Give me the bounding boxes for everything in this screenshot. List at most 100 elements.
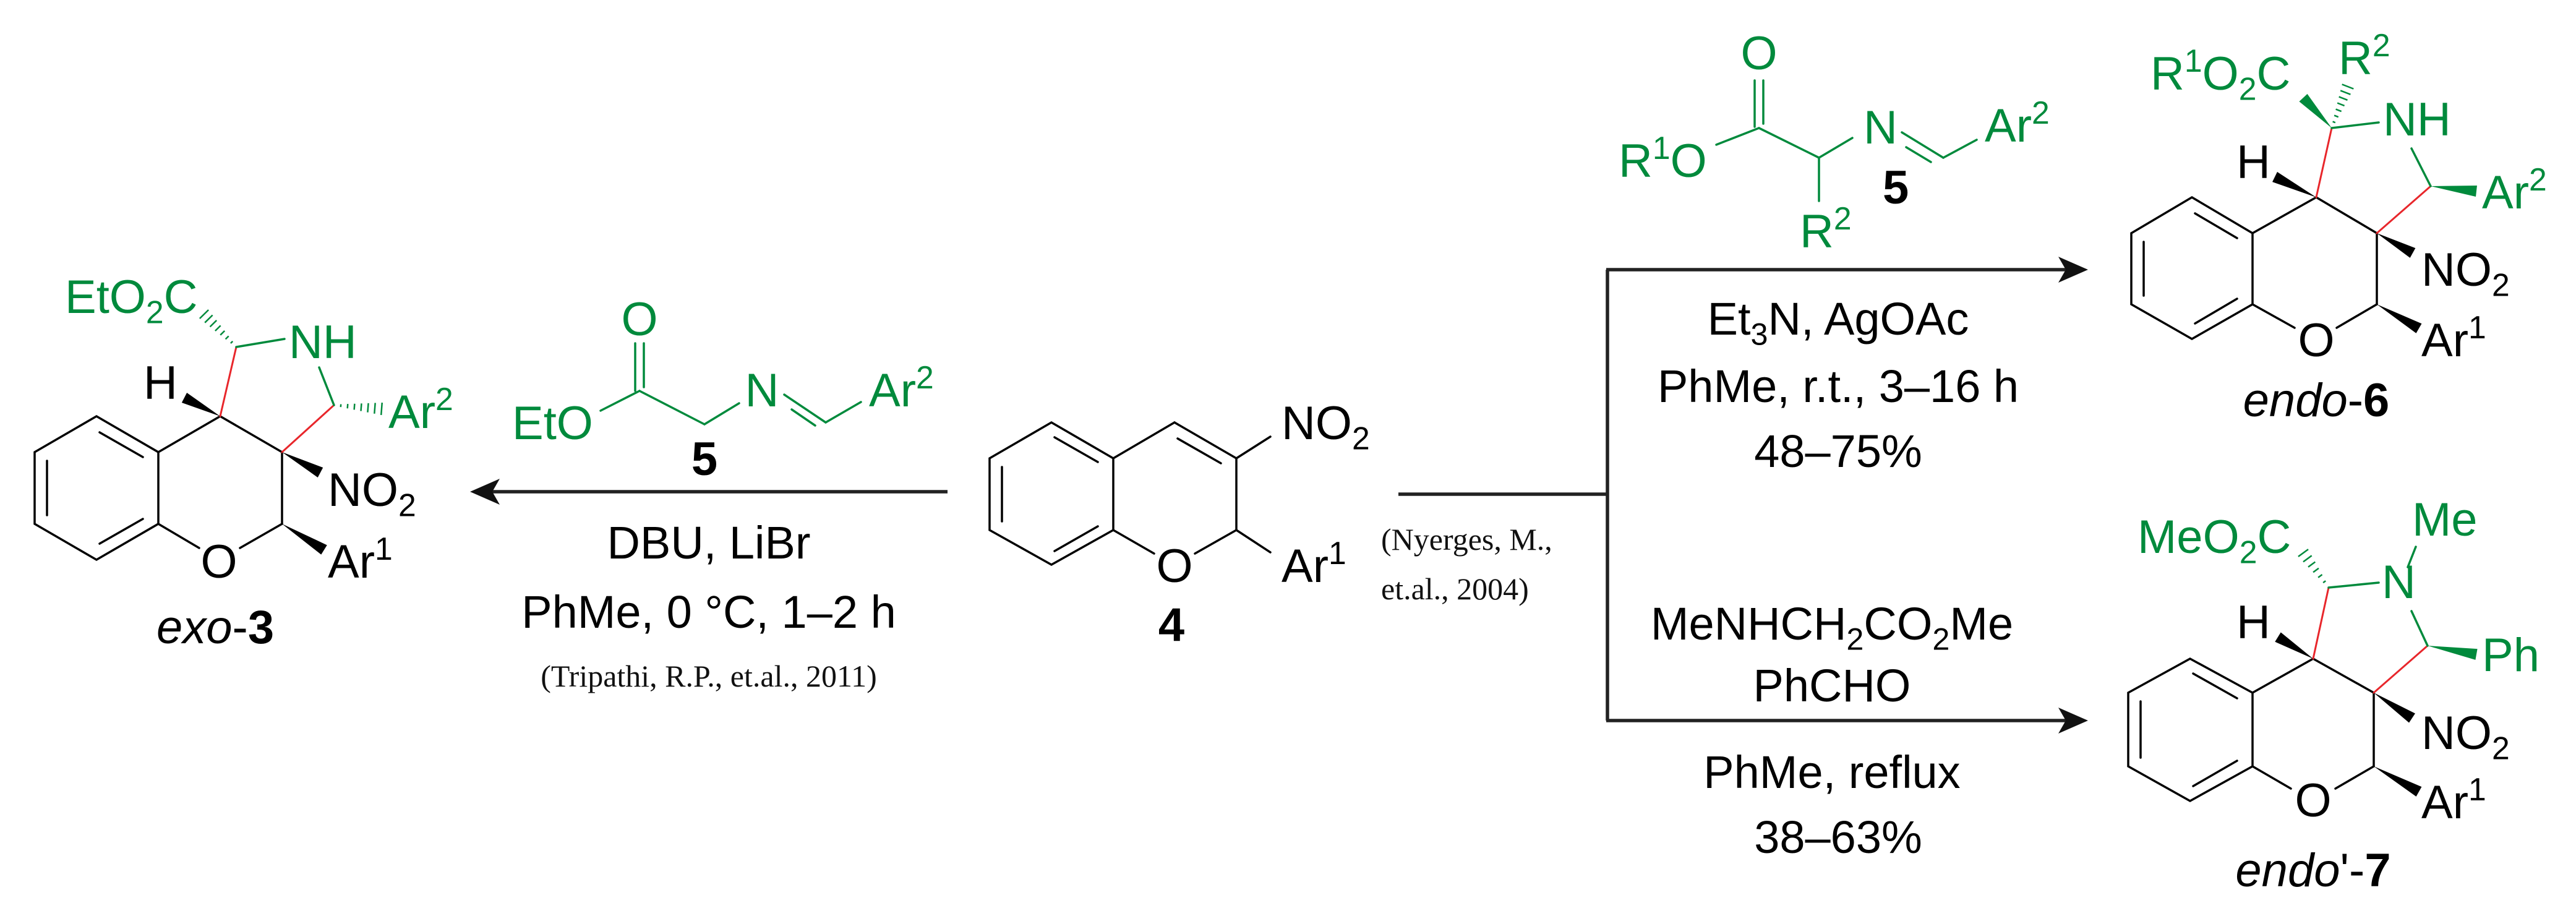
subscript: 2 — [146, 294, 164, 330]
text-segment: H — [2236, 136, 2270, 189]
hash-mark — [2342, 83, 2354, 90]
text-segment: N — [2382, 556, 2416, 609]
wedge-bond — [2374, 766, 2422, 797]
text-segment: R — [2150, 48, 2184, 100]
imine-bond — [790, 408, 816, 427]
wedge-bond — [181, 393, 220, 416]
bond — [1235, 435, 1272, 460]
text-segment: 3 — [248, 601, 274, 654]
text-segment: O — [1671, 135, 1707, 187]
condition-reagents-top: Et3N, AgOAc — [1708, 293, 1969, 351]
aromatic-double-bond — [2192, 760, 2238, 787]
bond — [2251, 196, 2317, 234]
text-segment: Ar — [1282, 540, 1329, 593]
bond — [2251, 657, 2314, 694]
hashed-bond — [340, 402, 383, 416]
nitrogen-label: N — [745, 364, 779, 417]
nitrogen-label: N — [2382, 556, 2416, 609]
text-segment: R — [2339, 32, 2373, 85]
bond — [157, 415, 221, 453]
ar2-label: Ar2 — [1985, 95, 2050, 152]
superscript: 1 — [375, 531, 393, 567]
benzene-ring — [2130, 195, 2254, 341]
bond — [2334, 765, 2375, 790]
nh-label: NH — [2383, 93, 2451, 146]
superscript: 2 — [2373, 27, 2390, 63]
bond — [1194, 529, 1238, 555]
literature-reference-line2: et.al., 2004) — [1381, 571, 1529, 606]
compound-name-exo-3: exo-3 — [156, 601, 274, 654]
ar2-label: Ar2 — [388, 381, 453, 439]
wedge-bond — [2431, 186, 2477, 197]
text-segment: 38–63% — [1754, 811, 1922, 863]
arrowhead-icon — [2058, 257, 2088, 283]
n-methyl-label: Me — [2412, 494, 2478, 546]
bond — [1758, 127, 1820, 159]
subscript: 2 — [2492, 267, 2510, 303]
nitrogen-label: N — [1864, 101, 1898, 154]
text-segment: O — [2298, 314, 2334, 367]
ar2-label: Ar2 — [869, 359, 934, 417]
text-segment: Ar — [2421, 776, 2468, 829]
hash-mark — [215, 325, 221, 332]
nh-label: NH — [289, 316, 357, 369]
oxygen-label: O — [1156, 540, 1192, 593]
bond — [2312, 657, 2375, 694]
hash-mark — [2298, 549, 2309, 557]
oxygen-label: O — [2295, 774, 2331, 827]
text-segment: O — [2202, 48, 2239, 100]
superscript: 1 — [2184, 43, 2202, 79]
condition-reagent-amine: MeNHCH2CO2Me — [1651, 598, 2013, 656]
hash-mark — [199, 309, 210, 319]
new-bond — [2376, 185, 2432, 234]
bond — [2410, 610, 2429, 647]
hash-mark — [230, 340, 234, 344]
condition-reagents: DBU, LiBr — [607, 517, 811, 568]
aromatic-double-bond — [2194, 297, 2238, 325]
hashed-bond — [2332, 83, 2354, 124]
hash-mark — [2317, 573, 2323, 578]
text-segment: O — [200, 536, 237, 588]
wedge-bond — [2299, 93, 2332, 128]
bond — [2251, 765, 2292, 790]
text-segment: 48–75% — [1754, 426, 1922, 477]
hashed-bond — [2298, 549, 2326, 584]
bond — [1942, 139, 1978, 159]
subscript: 2 — [398, 487, 416, 523]
wedge-bond — [282, 452, 323, 477]
bond — [1715, 127, 1760, 146]
text-segment: NH — [2383, 93, 2451, 146]
text-segment: - — [233, 601, 248, 654]
text-segment: MeO — [2137, 511, 2240, 563]
wedge-bond — [2377, 304, 2422, 333]
text-segment: NO — [2421, 244, 2492, 296]
text-segment: N — [1864, 101, 1898, 154]
text-segment: NO — [328, 464, 398, 516]
hash-mark — [2335, 108, 2342, 113]
compound-exo-3: EtO2C NH H Ar2 NO2 O Ar1 exo-3 — [33, 271, 453, 654]
oxygen-label: O — [1740, 27, 1777, 80]
bond — [1112, 529, 1155, 555]
text-segment: O — [1156, 540, 1192, 593]
aromatic-double-bond — [1053, 525, 1099, 552]
aromatic-double-bond — [2192, 672, 2238, 700]
ar2-label: Ar2 — [2482, 161, 2547, 219]
hash-mark — [353, 403, 356, 410]
aromatic-double-bond — [1053, 436, 1099, 463]
bond — [599, 390, 641, 412]
hash-mark — [2340, 90, 2351, 95]
text-segment: exo — [156, 601, 233, 654]
bond — [1235, 529, 1272, 554]
text-segment: N — [745, 364, 779, 417]
hash-mark — [2337, 102, 2345, 107]
bond — [824, 401, 862, 424]
superscript: 2 — [2032, 95, 2050, 131]
text-segment: N, AgOAc — [1768, 293, 1969, 345]
text-segment: NO — [1282, 397, 1352, 450]
yield-bottom: 38–63% — [1754, 811, 1922, 863]
text-segment: 4 — [1158, 599, 1184, 651]
oxygen-label: O — [200, 536, 237, 588]
text-segment: endo — [2235, 844, 2340, 897]
text-segment: H — [2236, 596, 2270, 649]
text-segment: Ar — [328, 536, 375, 588]
